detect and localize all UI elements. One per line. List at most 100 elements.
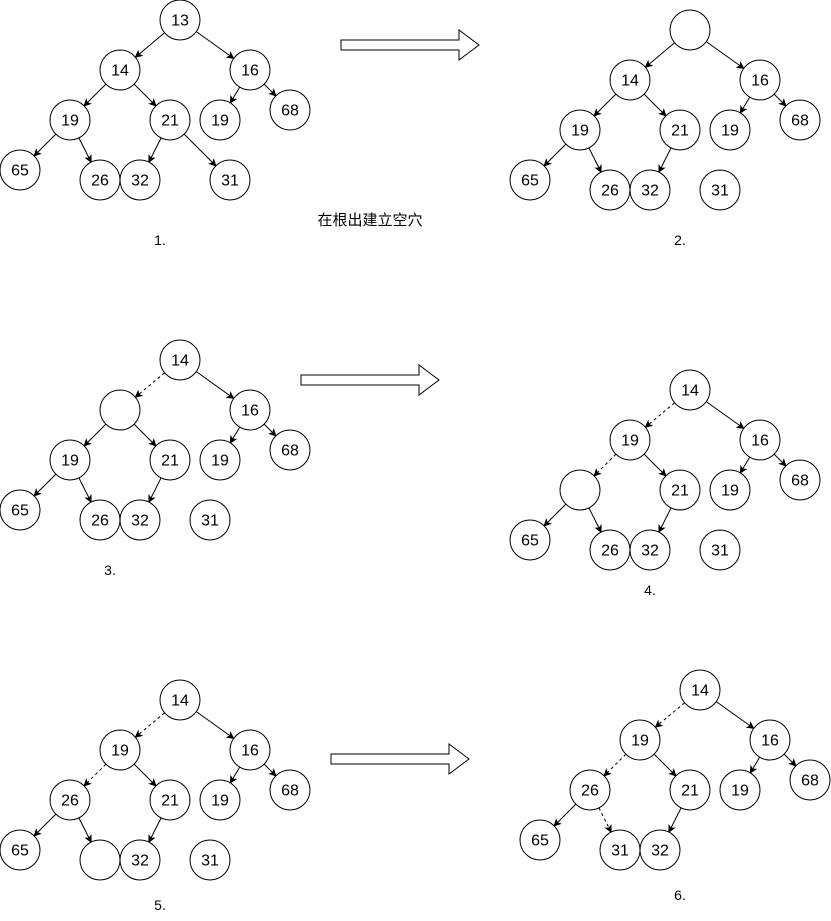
node-circle bbox=[209, 159, 251, 201]
edge-c-f bbox=[739, 456, 751, 474]
node-label: 31 bbox=[221, 173, 239, 190]
edge-e-j bbox=[658, 147, 672, 173]
node-label: 19 bbox=[61, 453, 79, 470]
tree-node: 19 bbox=[709, 469, 751, 511]
tree-node: 16 bbox=[229, 49, 271, 91]
edge-e-j bbox=[148, 137, 162, 163]
tree-node: 65 bbox=[509, 519, 551, 561]
node-circle bbox=[629, 169, 671, 211]
tree-node: 31 bbox=[189, 499, 231, 541]
edge-b-d bbox=[593, 453, 617, 477]
node-circle bbox=[519, 819, 561, 861]
edge-a-c bbox=[706, 401, 745, 429]
edge-b-d bbox=[603, 753, 627, 777]
edge-e-j bbox=[658, 507, 672, 533]
tree-node: 19 bbox=[199, 779, 241, 821]
tree-node: 65 bbox=[0, 489, 41, 531]
empty-hole-node bbox=[669, 9, 711, 51]
node-label: 65 bbox=[531, 833, 549, 850]
node-circle bbox=[119, 839, 161, 881]
node-circle bbox=[159, 339, 201, 381]
node-circle bbox=[719, 769, 761, 811]
node-circle bbox=[789, 759, 831, 801]
node-label: 14 bbox=[621, 73, 639, 90]
edge-c-g bbox=[263, 763, 277, 777]
node-circle bbox=[0, 149, 41, 191]
tree-node: 26 bbox=[79, 159, 121, 201]
node-circle bbox=[739, 419, 781, 461]
edge-d-i bbox=[598, 807, 612, 833]
node-circle bbox=[269, 429, 311, 471]
empty-hole-node bbox=[99, 389, 141, 431]
node-label: 16 bbox=[751, 433, 769, 450]
transition-arrow-1-2 bbox=[340, 29, 480, 61]
node-label: 14 bbox=[171, 353, 189, 370]
step-caption: 1. bbox=[154, 232, 166, 248]
node-label: 21 bbox=[671, 123, 689, 140]
node-circle bbox=[199, 439, 241, 481]
edge-d-h bbox=[553, 803, 577, 827]
tree-node: 68 bbox=[269, 89, 311, 131]
tree-node: 19 bbox=[99, 729, 141, 771]
edge-d-h bbox=[33, 473, 57, 497]
node-label: 21 bbox=[161, 453, 179, 470]
node-label: 31 bbox=[611, 843, 629, 860]
node-label: 32 bbox=[131, 513, 149, 530]
node-circle bbox=[99, 49, 141, 91]
tree-node: 32 bbox=[119, 499, 161, 541]
tree-node: 19 bbox=[719, 769, 761, 811]
edge-b-d bbox=[83, 83, 107, 107]
node-circle bbox=[659, 109, 701, 151]
tree-node: 19 bbox=[199, 439, 241, 481]
transition-arrow-5-6 bbox=[330, 743, 470, 775]
node-label: 68 bbox=[281, 443, 299, 460]
tree-node: 21 bbox=[149, 99, 191, 141]
tree-node: 65 bbox=[509, 159, 551, 201]
node-label: 68 bbox=[281, 103, 299, 120]
tree-node: 16 bbox=[229, 729, 271, 771]
edge-c-g bbox=[773, 453, 787, 467]
tree-node: 26 bbox=[589, 529, 631, 571]
note-create-hole-at-root: 在根出建立空穴 bbox=[317, 211, 422, 229]
node-label: 21 bbox=[681, 783, 699, 800]
node-circle bbox=[619, 719, 661, 761]
node-circle bbox=[739, 59, 781, 101]
tree-node: 14 bbox=[159, 339, 201, 381]
edge-a-c bbox=[196, 711, 235, 739]
edge-d-i bbox=[78, 477, 92, 503]
tree-node: 16 bbox=[229, 389, 271, 431]
node-label: 14 bbox=[691, 683, 709, 700]
node-label: 16 bbox=[751, 73, 769, 90]
node-circle bbox=[159, 679, 201, 721]
tree-node: 31 bbox=[699, 529, 741, 571]
node-circle bbox=[149, 439, 191, 481]
node-label: 26 bbox=[601, 183, 619, 200]
node-circle bbox=[49, 439, 91, 481]
edge-b-d bbox=[83, 423, 107, 447]
node-label: 26 bbox=[91, 173, 109, 190]
edge-c-g bbox=[263, 423, 277, 437]
node-label: 19 bbox=[721, 123, 739, 140]
tree-node: 16 bbox=[739, 59, 781, 101]
edge-c-f bbox=[739, 96, 751, 114]
node-label: 14 bbox=[171, 693, 189, 710]
node-circle bbox=[189, 839, 231, 881]
node-circle bbox=[659, 469, 701, 511]
node-circle bbox=[229, 49, 271, 91]
tree-node: 32 bbox=[629, 529, 671, 571]
node-label: 32 bbox=[131, 173, 149, 190]
node-circle bbox=[269, 89, 311, 131]
node-label: 19 bbox=[211, 453, 229, 470]
node-circle bbox=[149, 779, 191, 821]
node-label: 19 bbox=[621, 433, 639, 450]
tree-node: 21 bbox=[669, 769, 711, 811]
node-label: 19 bbox=[731, 783, 749, 800]
edge-d-i bbox=[588, 507, 602, 533]
node-label: 65 bbox=[521, 173, 539, 190]
node-label: 26 bbox=[581, 783, 599, 800]
node-circle bbox=[559, 109, 601, 151]
node-circle bbox=[559, 469, 601, 511]
edge-c-f bbox=[229, 766, 241, 784]
node-label: 32 bbox=[651, 843, 669, 860]
